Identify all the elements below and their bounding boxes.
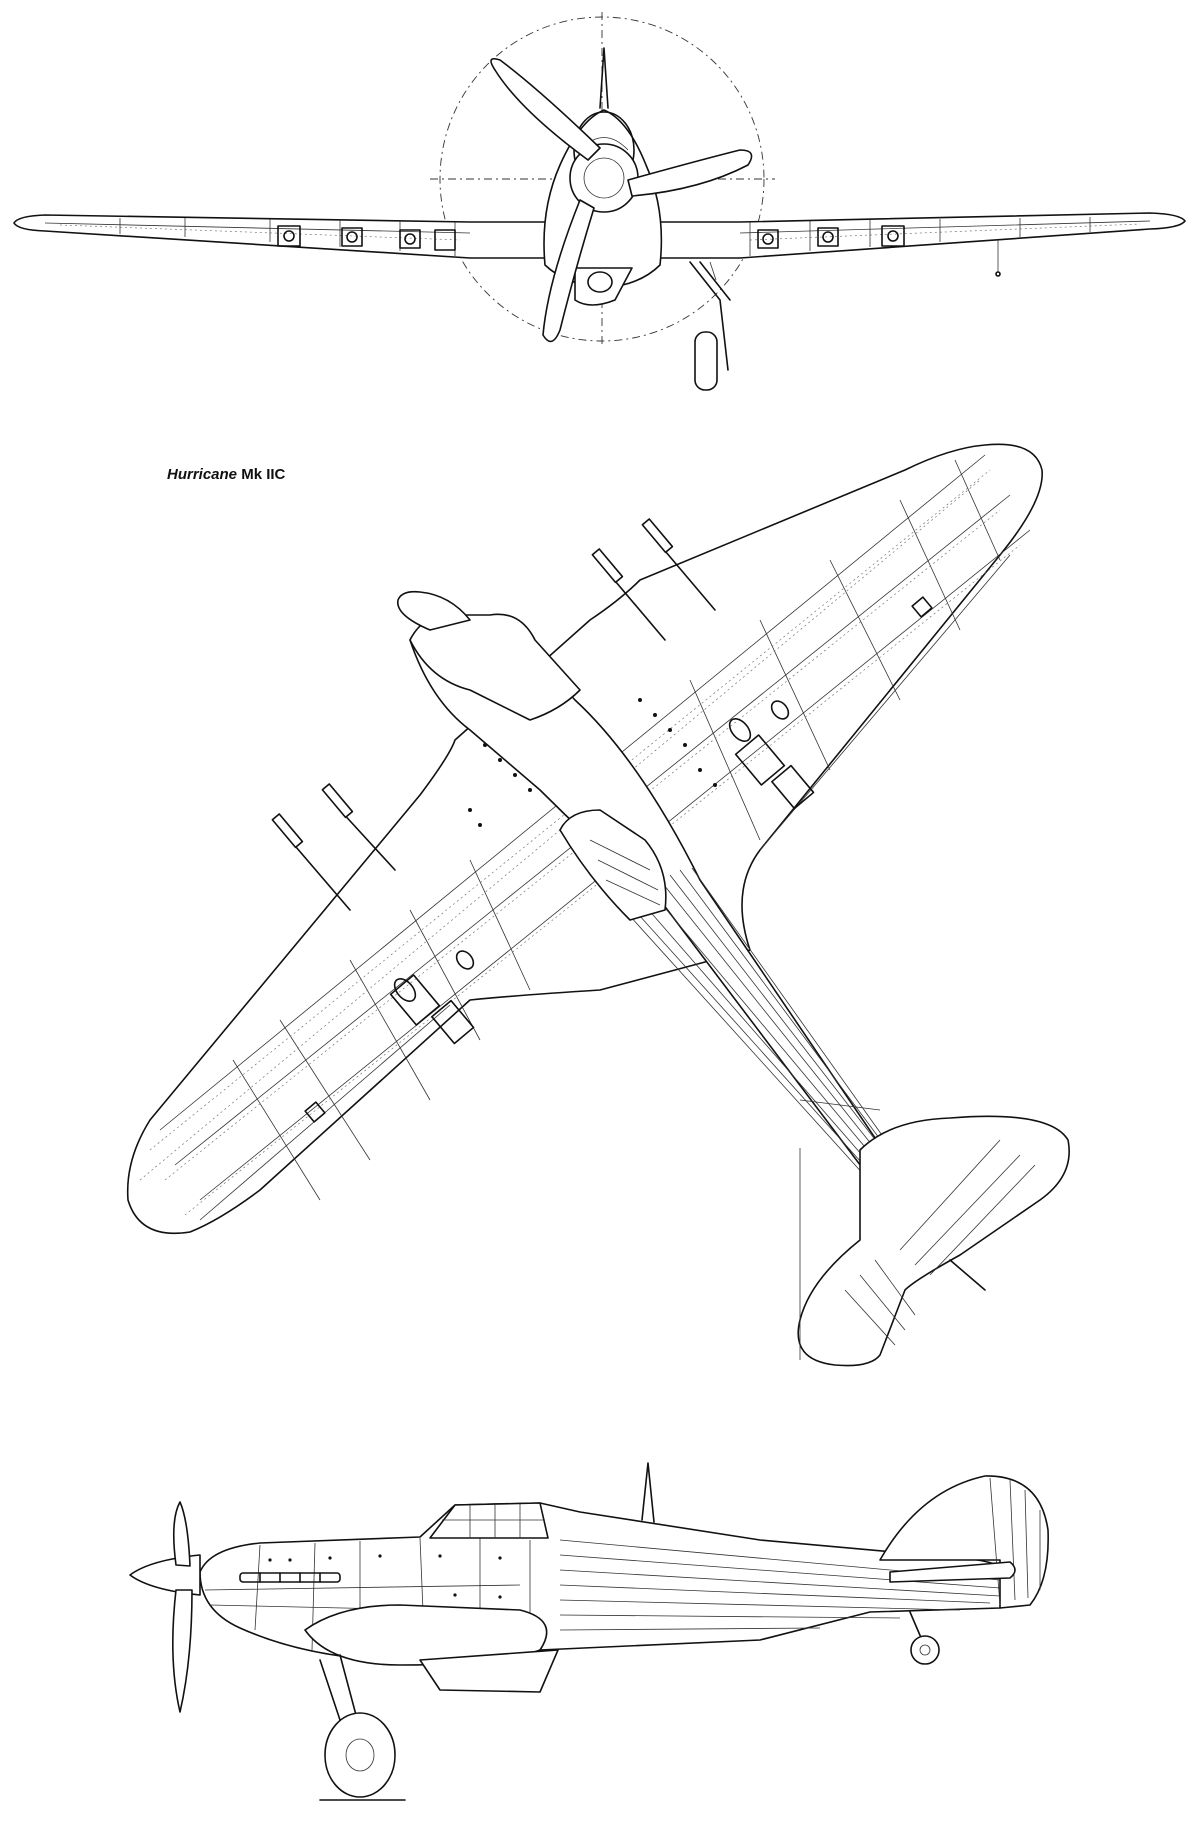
top-aerial-wire bbox=[799, 1099, 881, 1111]
top-canopy bbox=[559, 809, 667, 921]
side-canopy bbox=[429, 1502, 549, 1539]
side-exhaust-stacks bbox=[239, 1572, 341, 1583]
side-view bbox=[129, 1462, 1049, 1801]
caption-variant: Mk IIC bbox=[241, 466, 286, 483]
front-wing-cannon-ports bbox=[277, 225, 905, 251]
top-view bbox=[126, 443, 1070, 1367]
caption-model-name: Hurricane bbox=[167, 466, 238, 483]
top-spinner bbox=[397, 590, 471, 631]
side-radiator bbox=[419, 1649, 559, 1693]
side-aerial-mast bbox=[641, 1462, 655, 1523]
side-propeller bbox=[172, 1501, 193, 1713]
side-wing-root bbox=[304, 1604, 548, 1666]
front-propeller-blades bbox=[490, 57, 753, 343]
top-fuselage-stringers bbox=[619, 867, 890, 1177]
top-rudder-tip bbox=[949, 1259, 986, 1291]
side-tailplane bbox=[889, 1561, 1016, 1583]
side-tail-wheel bbox=[909, 1611, 940, 1665]
aircraft-caption: Hurricane Mk IIC bbox=[167, 466, 285, 483]
top-cannons bbox=[271, 518, 716, 911]
side-main-landing-gear bbox=[319, 1654, 406, 1801]
front-radiator bbox=[574, 267, 633, 306]
front-aerial-mast bbox=[599, 47, 609, 109]
side-rivets bbox=[268, 1554, 502, 1599]
side-rudder-ribs bbox=[989, 1477, 1041, 1606]
top-tailplane-ribs bbox=[844, 1139, 1036, 1346]
top-rivets bbox=[468, 698, 717, 827]
front-view bbox=[13, 12, 1186, 391]
top-wing-panels bbox=[304, 596, 933, 1123]
front-landing-gear bbox=[689, 261, 731, 391]
top-tailplane bbox=[797, 1115, 1070, 1367]
